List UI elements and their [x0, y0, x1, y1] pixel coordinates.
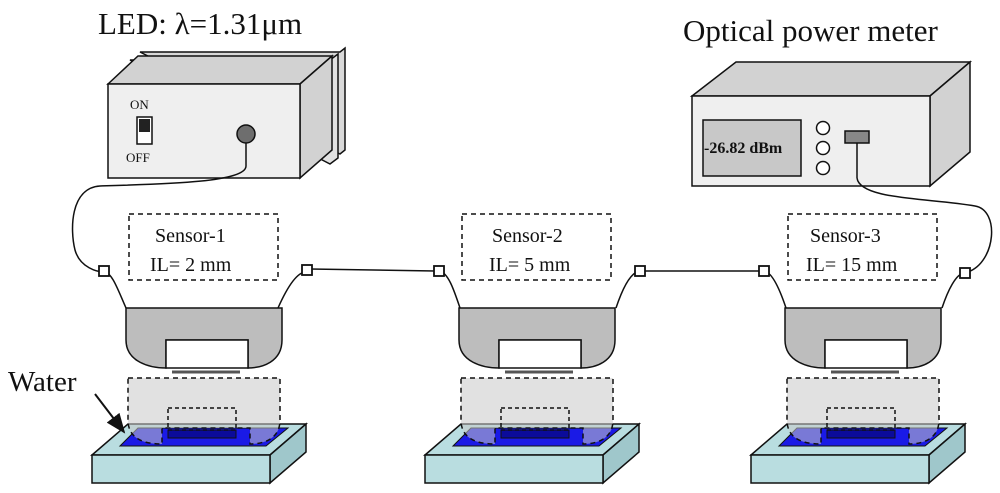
led-output-port [236, 124, 256, 144]
substrate-front [750, 454, 930, 484]
water-channel [826, 429, 896, 439]
meter-reading: -26.82 dBm [704, 140, 783, 157]
connector [959, 267, 971, 279]
sensor-assembly-1 [89, 213, 309, 485]
meter-button-2 [815, 140, 831, 156]
substrate-front [91, 454, 271, 484]
connector [98, 265, 110, 277]
probe-window [498, 339, 582, 369]
fiber-sensor1-to-sensor2 [309, 268, 436, 272]
probe-window [824, 339, 908, 369]
water-channel [167, 429, 237, 439]
probe-window-immersed [500, 407, 570, 431]
sensor-label-box [461, 213, 612, 281]
led-title: LED: λ=1.31μm [98, 6, 303, 41]
sensor-2-il: IL= 5 mm [489, 254, 571, 276]
optical-fibers [71, 165, 993, 309]
probe-window [165, 339, 249, 369]
probe-window-immersed [826, 407, 896, 431]
meter-input-port [844, 130, 870, 144]
sensor-1-il: IL= 2 mm [150, 254, 232, 276]
probe-immersed [127, 377, 281, 445]
substrate-front [424, 454, 604, 484]
water-channel [500, 429, 570, 439]
water-arrow [94, 393, 126, 434]
fiber-sensor1-in [103, 271, 127, 309]
sensor-label-box [128, 213, 279, 281]
meter-title: Optical power meter [683, 13, 938, 48]
fiber-led-to-sensor1 [71, 165, 247, 273]
sensor-assembly-2 [422, 213, 642, 485]
meter-screen [702, 119, 802, 177]
led-source [106, 46, 346, 180]
power-switch-toggle [139, 119, 150, 132]
connector [758, 265, 770, 277]
sensor-2-name: Sensor-2 [492, 225, 563, 247]
connector [634, 265, 646, 277]
fiber-connectors [98, 264, 971, 279]
switch-off-label: OFF [126, 150, 150, 165]
sensor-assemblies [89, 213, 968, 485]
sensor-1-name: Sensor-1 [155, 225, 226, 247]
connector [301, 264, 313, 276]
probe-immersed [786, 377, 940, 445]
switch-on-label: ON [130, 97, 149, 112]
probe-immersed [460, 377, 614, 445]
sensor-3-name: Sensor-3 [810, 225, 881, 247]
power-meter [689, 60, 973, 188]
probe-window-immersed [167, 407, 237, 431]
fiber-sensor3-to-meter [856, 177, 993, 273]
water-label: Water [8, 366, 77, 398]
sensor-label-box [787, 213, 938, 281]
fiber-sensor1-out [277, 271, 307, 309]
meter-button-1 [815, 120, 831, 136]
connector [433, 265, 445, 277]
sensor-3-il: IL= 15 mm [806, 254, 898, 276]
sensor-assembly-3 [748, 213, 968, 485]
meter-button-3 [815, 160, 831, 176]
